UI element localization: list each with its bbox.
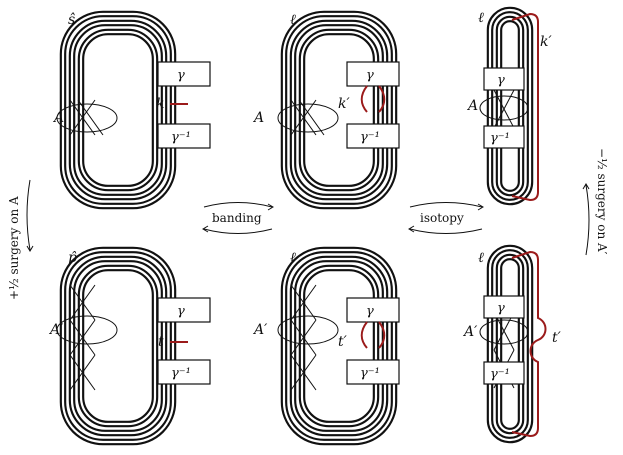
annulus-label: A′ xyxy=(252,322,268,338)
knot-label: ℓ xyxy=(290,250,296,266)
annulus-label: A xyxy=(252,110,264,126)
right-surgery-arrow: −½ surgery on A′ xyxy=(582,148,609,256)
panel-bottom-left: p̂ A′ γ γ⁻¹ t xyxy=(48,250,211,442)
panel-top-left: ŝ A γ γ⁻¹ k xyxy=(52,12,211,206)
left-surgery-label: +½ surgery on A xyxy=(7,196,21,300)
panel-bottom-middle: ℓ A′ γ γ⁻¹ t′ xyxy=(252,250,400,442)
gamma-inverse-box xyxy=(483,125,525,149)
gamma-inverse-box-label: γ⁻¹ xyxy=(490,367,510,382)
knot-label: ŝ xyxy=(68,12,75,28)
gamma-box-label: γ xyxy=(366,304,374,319)
annulus-ellipse xyxy=(277,103,339,133)
annulus-label: A xyxy=(466,98,478,114)
annulus-ellipse xyxy=(277,315,339,345)
annulus-ellipse xyxy=(479,319,529,345)
left-surgery-arrow: +½ surgery on A xyxy=(7,179,34,300)
banding-arrow: banding xyxy=(202,202,274,234)
gamma-box xyxy=(483,67,525,91)
gamma-inverse-box xyxy=(157,123,211,149)
annulus-ellipse xyxy=(56,103,118,133)
arc-k-prime xyxy=(511,12,539,202)
annulus-label: A′ xyxy=(462,324,478,340)
arc-label: k xyxy=(156,96,164,112)
panel-bottom-right: ℓ A′ γ γ⁻¹ t′ xyxy=(462,248,562,440)
gamma-inverse-box-label: γ⁻¹ xyxy=(171,130,191,145)
arc-t-prime xyxy=(360,321,386,349)
arc-label: t′ xyxy=(338,334,348,350)
knot-label: ℓ xyxy=(478,250,484,266)
gamma-inverse-box xyxy=(157,359,211,385)
isotopy-label: isotopy xyxy=(420,211,464,225)
gamma-inverse-box-label: γ⁻¹ xyxy=(171,366,191,381)
annulus-ellipse xyxy=(56,315,118,345)
arc-t-prime xyxy=(511,250,547,438)
gamma-inverse-box xyxy=(346,359,400,385)
arc-label: t′ xyxy=(552,330,562,346)
isotopy-arrow: isotopy xyxy=(408,202,484,234)
arc-label: k′ xyxy=(338,96,350,112)
gamma-inverse-box-label: γ⁻¹ xyxy=(490,131,510,146)
gamma-box-label: γ xyxy=(497,73,505,88)
panel-top-middle: ℓ A γ γ⁻¹ k′ xyxy=(252,12,400,206)
right-surgery-label: −½ surgery on A′ xyxy=(595,148,609,255)
knot-label: p̂ xyxy=(68,250,77,266)
gamma-box-label: γ xyxy=(497,301,505,316)
knot-label: ℓ xyxy=(478,10,484,26)
annulus-ellipse xyxy=(479,95,529,121)
gamma-inverse-box xyxy=(346,123,400,149)
gamma-inverse-box xyxy=(483,361,525,385)
gamma-inverse-box-label: γ⁻¹ xyxy=(360,366,380,381)
gamma-box-label: γ xyxy=(177,68,185,83)
gamma-box-label: γ xyxy=(177,304,185,319)
gamma-box xyxy=(346,61,400,87)
arc-k-prime xyxy=(360,85,386,113)
gamma-box xyxy=(483,295,525,319)
arc-label: t xyxy=(158,334,164,350)
banding-label: banding xyxy=(212,211,262,225)
annulus-label: A xyxy=(52,110,64,126)
gamma-box xyxy=(157,61,211,87)
panel-top-right: ℓ A γ γ⁻¹ k′ xyxy=(466,10,552,202)
knot-label: ℓ xyxy=(290,12,296,28)
gamma-inverse-box-label: γ⁻¹ xyxy=(360,130,380,145)
arc-label: k′ xyxy=(540,34,552,50)
annulus-label: A′ xyxy=(48,322,64,338)
gamma-box xyxy=(346,297,400,323)
gamma-box xyxy=(157,297,211,323)
gamma-box-label: γ xyxy=(366,68,374,83)
